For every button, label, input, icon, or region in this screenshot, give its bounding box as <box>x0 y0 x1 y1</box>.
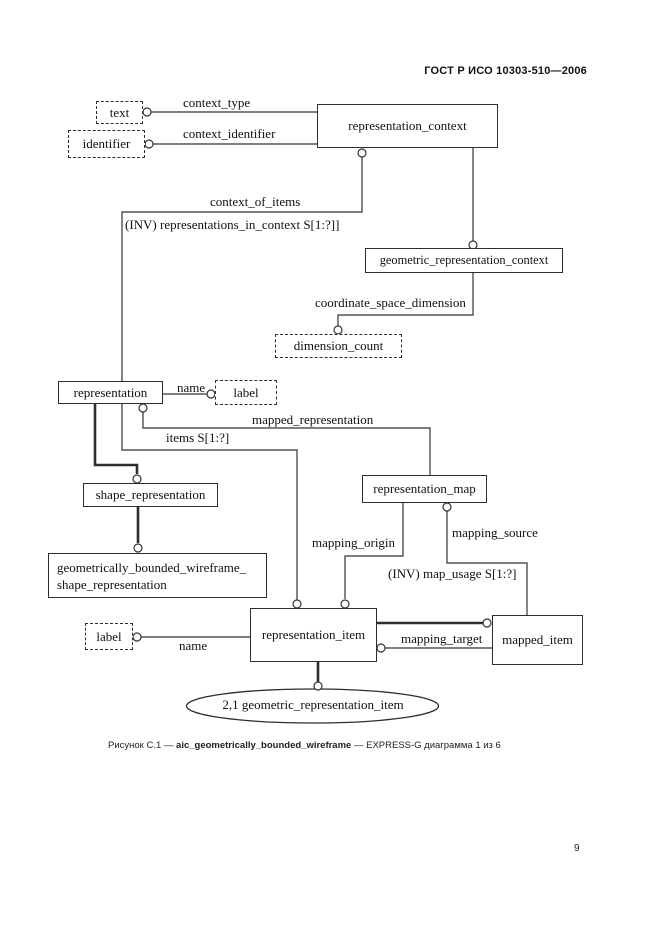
page-header: ГОСТ Р ИСО 10303-510—2006 <box>424 65 587 77</box>
type-text: text <box>96 101 143 124</box>
relation-coordinate-space-dimension: coordinate_space_dimension <box>315 295 466 310</box>
relation-mapping-source: mapping_source <box>452 525 538 540</box>
relation-items: items S[1:?] <box>166 430 230 445</box>
entity-shape-representation: shape_representation <box>83 483 218 507</box>
relation-mapping-origin: mapping_origin <box>312 535 396 550</box>
caption-schema-name: aic_geometrically_bounded_wireframe <box>176 740 352 751</box>
relation-name-bottom: name <box>179 638 208 653</box>
page-ref-oval-label: 2,1 geometric_representation_item <box>222 697 404 712</box>
relation-name-top: name <box>177 380 206 395</box>
relation-representations-in-context: (INV) representations_in_context S[1:?]] <box>125 217 340 232</box>
entity-geometric-representation-context: geometric_representation_context <box>365 248 563 273</box>
type-label-bottom: label <box>85 623 133 650</box>
entity-representation-item: representation_item <box>250 608 377 662</box>
relation-mapping-target: mapping_target <box>401 631 483 646</box>
entity-representation-map: representation_map <box>362 475 487 503</box>
figure-caption: Рисунок С.1 — aic_geometrically_bounded_… <box>108 740 501 751</box>
type-label-top: label <box>215 380 277 405</box>
entity-representation-context: representation_context <box>317 104 498 148</box>
entity-representation: representation <box>58 381 163 404</box>
caption-suffix: — EXPRESS-G диаграмма 1 из 6 <box>351 740 501 751</box>
relation-mapped-representation: mapped_representation <box>252 412 374 427</box>
type-identifier: identifier <box>68 130 145 158</box>
type-dimension-count: dimension_count <box>275 334 402 358</box>
entity-gbw-line2: shape_representation <box>57 576 167 592</box>
relation-context-of-items: context_of_items <box>210 194 301 209</box>
relation-map-usage: (INV) map_usage S[1:?] <box>388 566 517 581</box>
relation-context-type: context_type <box>183 95 251 110</box>
entity-geometrically-bounded-wireframe-shape-representation: geometrically_bounded_wireframe_ shape_r… <box>48 553 267 598</box>
relation-context-identifier: context_identifier <box>183 126 276 141</box>
entity-gbw-line1: geometrically_bounded_wireframe_ <box>57 559 247 575</box>
entity-mapped-item: mapped_item <box>492 615 583 665</box>
caption-prefix: Рисунок С.1 — <box>108 740 177 751</box>
page-number: 9 <box>574 843 580 854</box>
